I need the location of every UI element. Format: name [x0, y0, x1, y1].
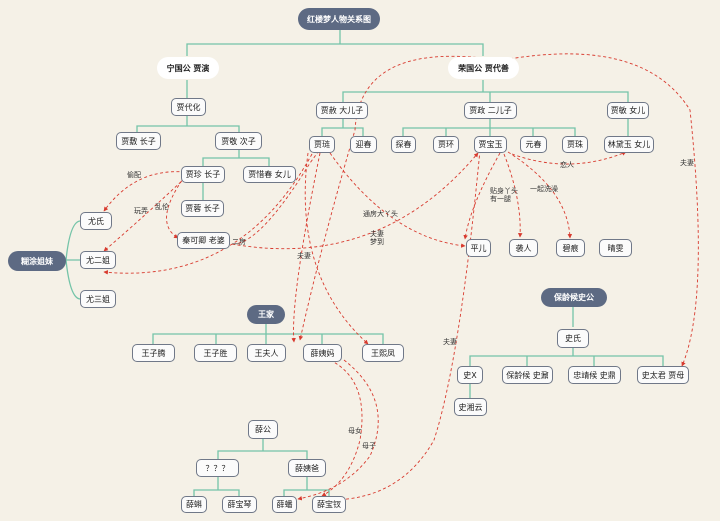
node-ying-chun: 迎春 — [350, 136, 377, 153]
node-you-sanjie: 尤三姐 — [80, 290, 116, 308]
node-wang-xifeng: 王熙凤 — [362, 344, 404, 362]
node-you-erjie: 尤二姐 — [80, 251, 116, 269]
label-erfang: 二房 — [232, 238, 246, 246]
label-luanlun: 乱伦 — [155, 203, 169, 211]
node-tan-chun: 探春 — [391, 136, 416, 153]
node-yuan-chun: 元春 — [520, 136, 547, 153]
label-touqiang: 偷配 — [127, 171, 141, 179]
node-baoling-shigong: 保龄候史公 — [541, 288, 607, 307]
node-wang-furen: 王夫人 — [247, 344, 286, 362]
node-jia-fu: 贾敷 长子 — [116, 132, 161, 150]
node-jia-rong: 贾蓉 长子 — [181, 200, 224, 217]
node-xi-ren: 袭人 — [509, 239, 538, 257]
node-wang-ziteng: 王子腾 — [132, 344, 175, 362]
label-fuqi-daishan: 夫妻 — [680, 159, 694, 167]
node-shi-xiangyun: 史湘云 — [454, 398, 487, 416]
node-xue-baochai: 薛宝钗 — [312, 496, 346, 513]
node-jia-lian: 贾琏 — [309, 136, 335, 153]
node-jia-jing: 贾敬 次子 — [215, 132, 262, 150]
node-qing-wen: 晴雯 — [599, 239, 632, 257]
label-fuqi-baochai: 夫妻 — [443, 338, 457, 346]
node-xue-baoqin: 薛宝琴 — [222, 496, 257, 513]
node-jia-zhu: 贾珠 — [562, 136, 588, 153]
node-jia-daihua: 贾代化 — [171, 98, 206, 116]
node-xue-yima: 薛姨妈 — [303, 344, 342, 362]
label-wannong: 玩弄 — [134, 207, 148, 215]
node-jia-zheng: 贾政 二儿子 — [464, 102, 517, 119]
relation-lines — [103, 53, 699, 503]
node-ningguo: 宁国公 贾演 — [157, 57, 219, 79]
node-xue-gong: 薛公 — [248, 420, 278, 439]
node-xue-yiye: 薛姨爸 — [288, 459, 326, 477]
node-shi-x: 史X — [457, 366, 483, 384]
node-wang-family: 王家 — [247, 305, 285, 324]
node-jia-baoyu: 贾宝玉 — [474, 136, 507, 153]
node-zhongjing-shiding: 忠靖候 史鼎 — [568, 366, 621, 384]
label-tieshen: 贴身丫头 有一腿 — [490, 187, 518, 203]
node-shi-shi: 史氏 — [557, 329, 589, 348]
label-muzi: 母子 — [362, 442, 376, 450]
label-fuqi-mengdao: 夫妻 梦到 — [370, 230, 384, 246]
node-jia-huan: 贾环 — [433, 136, 459, 153]
node-wang-zisheng: 王子胜 — [194, 344, 237, 362]
node-baoling-shinai: 保龄候 史鼐 — [502, 366, 553, 384]
node-jia-zhen: 贾珍 长子 — [181, 166, 225, 183]
label-lianren: 恋人 — [560, 161, 574, 169]
node-xue-pan: 薛蟠 — [272, 496, 297, 513]
label-tongfang: 通房大丫头 — [363, 210, 398, 218]
tree-lines — [65, 30, 664, 496]
node-shi-taijun: 史太君 贾母 — [637, 366, 689, 384]
node-hutu-sisters: 糊涂姐妹 — [8, 251, 66, 271]
node-ping-er: 平儿 — [466, 239, 491, 257]
node-qin-keqing: 秦可卿 老婆 — [177, 232, 230, 249]
node-rongguo: 荣国公 贾代善 — [448, 57, 519, 79]
node-you-shi: 尤氏 — [80, 212, 112, 230]
diagram-title: 红楼梦人物关系图 — [298, 8, 380, 30]
node-lin-daiyu: 林黛玉 女儿 — [604, 136, 654, 153]
node-bi-hen: 碧痕 — [556, 239, 585, 257]
label-munv: 母女 — [348, 427, 362, 435]
node-xue-ke: 薛蝌 — [181, 496, 207, 513]
node-jia-min: 贾敏 女儿 — [607, 102, 649, 119]
label-fuqi-jialian: 夫妻 — [297, 252, 311, 260]
node-jia-xichun: 贾惜春 女儿 — [243, 166, 296, 183]
label-yiqi-xizao: 一起洗澡 — [530, 185, 558, 193]
node-unknown: ？？？ — [196, 459, 239, 477]
node-jia-she: 贾赦 大儿子 — [316, 102, 368, 119]
